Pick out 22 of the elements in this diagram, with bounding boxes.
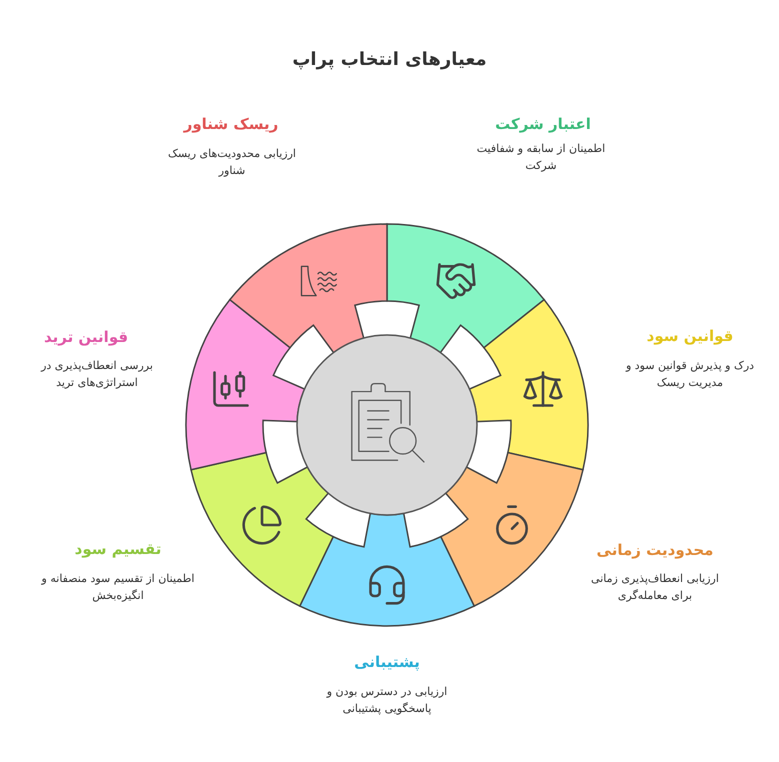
center-circle [296,334,478,516]
segment-title: اعتبار شرکت [494,114,592,135]
segment-description: ارزیابی انعطاف‌پذیری زمانی برای معامله‌گری [590,571,720,604]
segment-title: محدودیت زمانی [596,540,714,561]
segment-description: ارزیابی در دسترس بودن و پاسخگویی پشتیبانی [325,684,448,717]
wheel-segment [468,298,589,470]
segment-title: پشتیبانی [353,652,421,673]
wheel-segment [386,223,545,354]
wheel-segment [440,452,584,607]
segment-title: قوانین ترید [42,327,130,348]
wheel-segment [299,512,475,626]
segment-title: تقسیم سود [74,539,162,560]
wheel-segment [185,298,306,470]
wheel-segment [229,223,388,354]
segment-title: ریسک شناور [182,114,280,135]
segment-title: قوانین سود [646,326,734,347]
segment-description: ارزیابی محدودیت‌های ریسک شناور [167,146,297,179]
diagram-title: معیارهای انتخاب پراپ [292,48,487,72]
segment-description: اطمینان از تقسیم سود منصفانه و انگیزه‌بخش [40,571,196,604]
segment-description: درک و پذیرش قوانین سود و مدیریت ریسک [624,358,756,391]
segment-description: اطمینان از سابقه و شفافیت شرکت [476,141,606,174]
segment-description: بررسی انعطاف‌پذیری در استراتژی‌های ترید [40,358,154,391]
